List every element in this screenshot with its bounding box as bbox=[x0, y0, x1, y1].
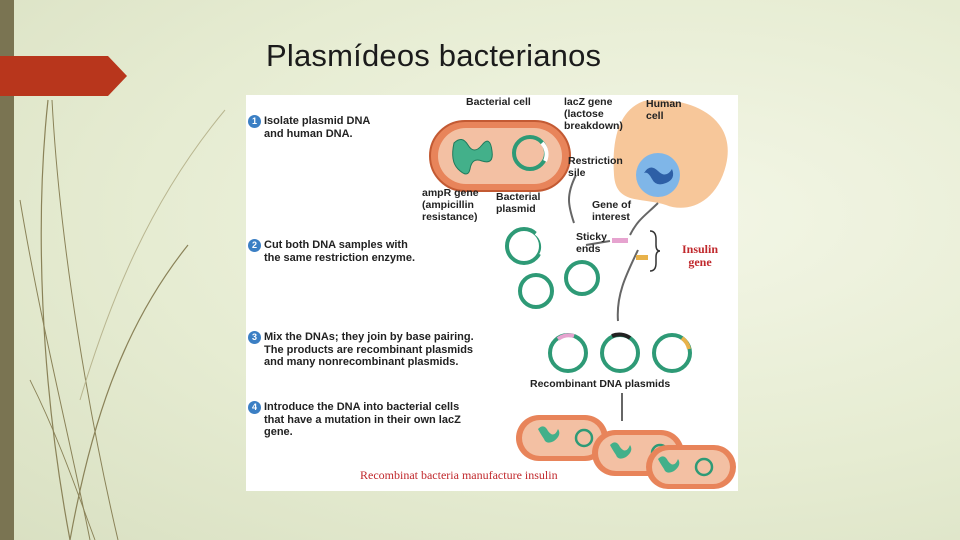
label-bacterial-plasmid: Bacterial plasmid bbox=[496, 191, 541, 215]
step-3-text: Mix the DNAs; they join by base pairing.… bbox=[264, 331, 474, 368]
label-gene-of-interest: Gene of interest bbox=[592, 199, 632, 223]
title-arrow-tab bbox=[0, 56, 127, 96]
step-4-text: Introduce the DNA into bacterial cells t… bbox=[264, 401, 461, 438]
label-human-cell: Human cell bbox=[646, 98, 682, 122]
recombinant-dna-figure: 1 Isolate plasmid DNA and human DNA. 2 C… bbox=[246, 95, 738, 491]
flow-arrows bbox=[568, 174, 659, 421]
step-1-badge: 1 bbox=[248, 115, 261, 128]
step-2-text: Cut both DNA samples with the same restr… bbox=[264, 239, 416, 264]
label-restriction-site: Restriction sile bbox=[568, 155, 623, 179]
recombinant-plasmids bbox=[548, 332, 692, 373]
insulin-fragments bbox=[612, 230, 661, 272]
label-lacz-gene: lacZ gene (lactose breakdown) bbox=[564, 96, 623, 132]
figure-caption: Recombinat bacteria manufacture insulin bbox=[360, 468, 558, 482]
left-accent-bar bbox=[0, 0, 14, 540]
decorative-lines bbox=[19, 99, 226, 540]
label-recombinant-plasmids: Recombinant DNA plasmids bbox=[530, 378, 671, 390]
figure-drawing bbox=[429, 99, 736, 489]
label-bacterial-cell: Bacterial cell bbox=[466, 96, 531, 108]
recombinant-bacteria bbox=[516, 415, 736, 489]
slide-title: Plasmídeos bacterianos bbox=[266, 38, 602, 73]
bacterial-cell-illustration bbox=[429, 120, 571, 192]
step-4-badge: 4 bbox=[248, 401, 261, 414]
human-cell-illustration bbox=[613, 99, 728, 208]
step-3-badge: 3 bbox=[248, 331, 261, 344]
cut-plasmids bbox=[505, 227, 600, 309]
step-1-text: Isolate plasmid DNA and human DNA. bbox=[264, 115, 371, 140]
label-sticky-ends: Sticky ends bbox=[576, 231, 607, 255]
arrow-shape bbox=[0, 56, 127, 96]
label-insulin-gene: Insulin gene bbox=[681, 242, 719, 269]
step-2-badge: 2 bbox=[248, 239, 261, 252]
label-ampr-gene: ampR gene (ampicillin resistance) bbox=[422, 187, 479, 223]
